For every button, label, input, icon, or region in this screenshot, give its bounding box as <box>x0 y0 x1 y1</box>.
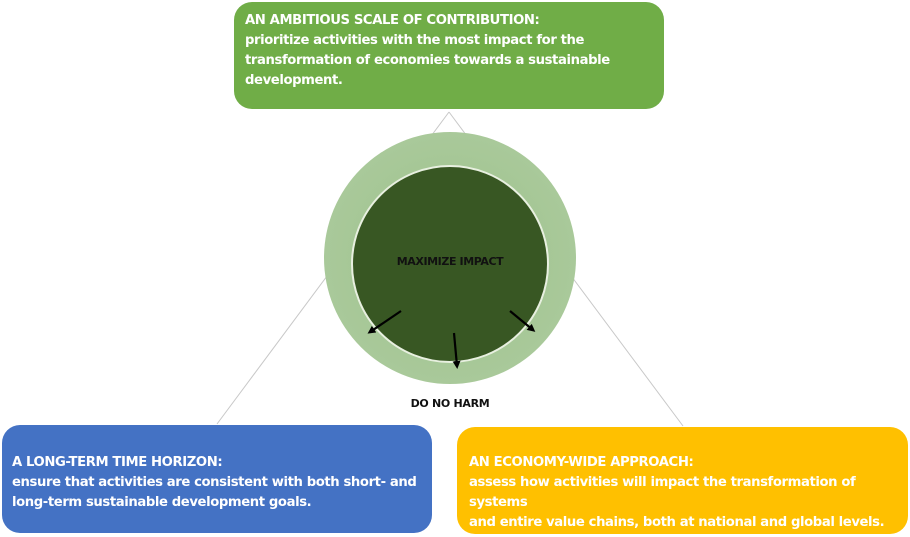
principle-body-line: prioritize activities with the most impa… <box>245 33 585 48</box>
do-no-harm-label: DO NO HARM <box>410 397 490 410</box>
principle-body-line: transformation of economies towards a su… <box>245 53 610 68</box>
principle-body-line: long-term sustainable development goals. <box>12 495 312 510</box>
arrow-left-icon <box>367 310 402 334</box>
principle-body-line: assess how activities will impact the tr… <box>469 475 856 510</box>
principle-body-line: development. <box>245 73 343 88</box>
principle-body-line: ensure that activities are consistent wi… <box>12 475 417 490</box>
principle-title: A LONG-TERM TIME HORIZON: <box>12 455 223 470</box>
principle-body-line: and entire value chains, both at nationa… <box>469 515 885 530</box>
principle-box-long-term: A LONG-TERM TIME HORIZON: ensure that ac… <box>2 425 432 533</box>
arrow-right-icon <box>509 310 536 332</box>
arrow-down-icon <box>452 332 461 369</box>
principle-box-economy-wide: AN ECONOMY-WIDE APPROACH: assess how act… <box>457 427 908 534</box>
principle-box-ambitious-scale: AN AMBITIOUS SCALE OF CONTRIBUTION: prio… <box>234 2 664 109</box>
maximize-impact-circle <box>351 165 549 363</box>
maximize-impact-label: MAXIMIZE IMPACT <box>396 255 504 268</box>
principle-title: AN AMBITIOUS SCALE OF CONTRIBUTION: <box>245 13 540 28</box>
principle-title: AN ECONOMY-WIDE APPROACH: <box>469 455 694 470</box>
